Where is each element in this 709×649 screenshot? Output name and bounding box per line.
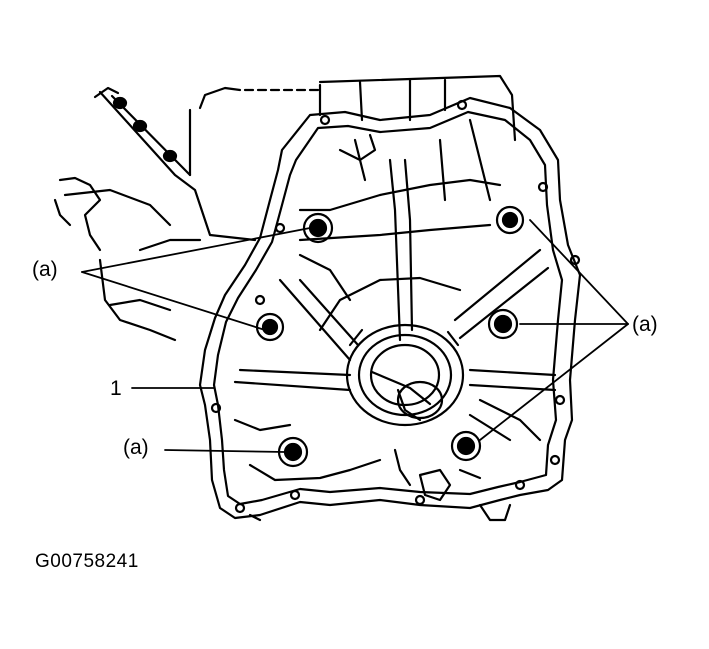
bolt-mid-right [487, 308, 519, 340]
rail-bolts [112, 96, 178, 163]
gasket-holes [210, 99, 581, 514]
engine-block-outline [53, 74, 517, 342]
cover-outline [198, 96, 582, 522]
callout-a-lower-left: (a) [123, 436, 149, 459]
bolt-bottom-right [450, 430, 482, 462]
bolt-top-left [302, 212, 334, 244]
figure-identifier: G00758241 [35, 551, 139, 572]
leader-lines [81, 219, 629, 453]
bolt-top-right [495, 205, 525, 235]
bolt-mid-left [255, 312, 285, 342]
crankshaft-seal [345, 323, 465, 427]
callout-a-upper-left: (a) [32, 258, 58, 281]
callout-part-1: 1 [110, 377, 122, 400]
callout-a-right: (a) [632, 313, 658, 336]
